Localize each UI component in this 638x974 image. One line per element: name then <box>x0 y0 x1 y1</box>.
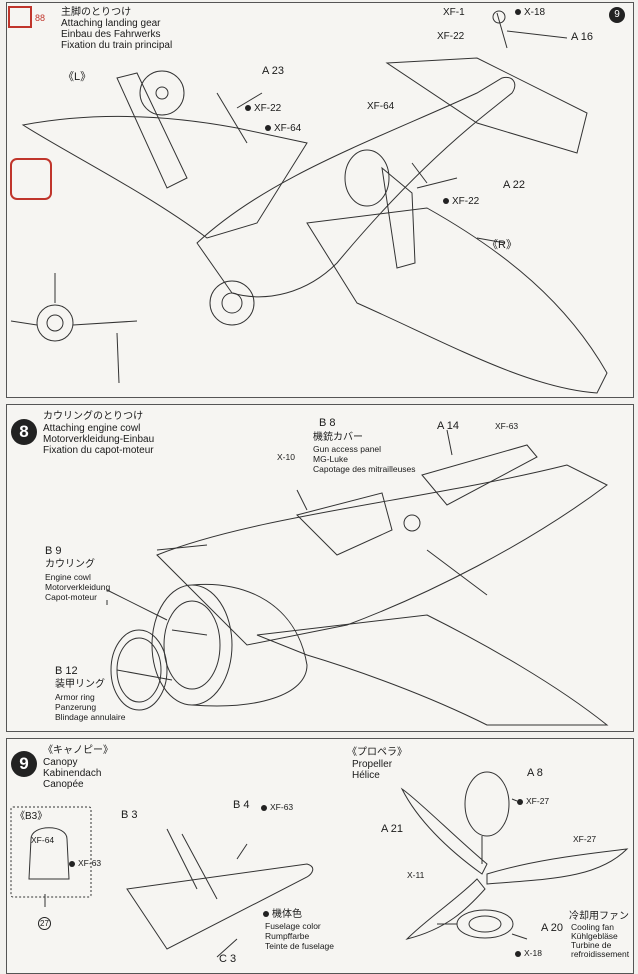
paint-xf22-left: XF-22 <box>254 103 282 114</box>
paint-x10: X-10 <box>277 452 295 462</box>
step9-number: 9 <box>11 751 37 777</box>
part-a22: A 22 <box>503 179 526 191</box>
part-b8: B 8 <box>319 417 336 429</box>
b8-de: MG-Luke <box>313 454 348 464</box>
paint-xf27-a8: XF-27 <box>526 796 550 806</box>
fuselage-fr: Teinte de fuselage <box>265 941 334 951</box>
ref-step-27: 27 <box>38 917 51 930</box>
b9-en: Engine cowl <box>45 572 91 582</box>
b3-box-label: 《B3》 <box>15 811 48 822</box>
step8-number: 8 <box>11 419 37 445</box>
part-c3: C 3 <box>219 953 237 965</box>
propeller-jp: 《プロペラ》 <box>347 747 407 758</box>
part-a23: A 23 <box>262 65 285 77</box>
step7-panel: 88 主脚のとりつけ Attaching landing gear Einbau… <box>6 2 634 398</box>
part-a8: A 8 <box>527 767 543 779</box>
paint-xf27-blade: XF-27 <box>573 834 597 844</box>
label-right-gear: 《R》 <box>487 239 517 251</box>
part-a20: A 20 <box>541 922 564 934</box>
engine-cowl-illustration <box>106 429 609 726</box>
fan-jp: 冷却用ファン <box>569 911 629 922</box>
fuselage-jp: 機体色 <box>272 909 302 920</box>
paint-xf63-box: XF-63 <box>78 858 102 868</box>
fan-fr2: refroidissement <box>571 949 630 959</box>
paint-x18: X-18 <box>524 7 546 18</box>
paint-xf64-left: XF-64 <box>274 123 302 134</box>
b8-fr: Capotage des mitrailleuses <box>313 464 416 474</box>
label-left-gear: 《L》 <box>63 71 92 83</box>
watermark-badge <box>7 153 61 213</box>
paint-xf1: XF-1 <box>443 7 465 18</box>
paint-x18: X-18 <box>524 948 542 958</box>
landing-gear-illustration <box>10 10 608 394</box>
canopy-jp: 《キャノピー》 <box>43 745 113 756</box>
part-b9: B 9 <box>45 545 62 557</box>
step7-title-en: Attaching landing gear <box>61 18 161 29</box>
b9-jp: カウリング <box>45 559 95 570</box>
step8-title-fr: Fixation du capot-moteur <box>43 445 154 456</box>
step7-title-fr: Fixation du train principal <box>61 40 173 51</box>
b12-fr: Blindage annulaire <box>55 712 126 722</box>
svg-text:88: 88 <box>35 13 45 23</box>
paint-xf22-right: XF-22 <box>452 196 480 207</box>
step7-title-jp: 主脚のとりつけ <box>61 7 132 18</box>
paint-xf63-b4: XF-63 <box>270 802 294 812</box>
canopy-de: Kabinendach <box>43 768 102 779</box>
b12-de: Panzerung <box>55 702 97 712</box>
paint-xf64: XF-64 <box>31 835 55 845</box>
part-b12: B 12 <box>55 665 78 677</box>
part-a21: A 21 <box>381 823 404 835</box>
part-b4: B 4 <box>233 799 250 811</box>
step8-title-jp: カウリングのとりつけ <box>43 411 144 422</box>
paint-xf63: XF-63 <box>495 421 519 431</box>
b12-en: Armor ring <box>55 692 95 702</box>
b12-jp: 装甲リング <box>55 679 105 690</box>
b9-fr: Capot-moteur <box>45 592 97 602</box>
b8-en: Gun access panel <box>313 444 382 454</box>
part-a16: A 16 <box>571 31 594 43</box>
paint-xf22-top: XF-22 <box>437 31 465 42</box>
fan-de: Kühlgebläse <box>571 931 618 941</box>
canopy-fr: Canopée <box>43 779 84 790</box>
step8-title-de: Motorverkleidung-Einbau <box>43 434 155 445</box>
paint-xf64-right: XF-64 <box>367 101 395 112</box>
step9-panel: 9 《キャノピー》 Canopy Kabinendach Canopée 《プロ… <box>6 738 634 974</box>
paint-x11: X-11 <box>407 870 425 880</box>
fan-en: Cooling fan <box>571 922 615 932</box>
fan-fr1: Turbine de <box>571 940 612 950</box>
canopy-propeller-illustration <box>10 771 629 958</box>
canopy-en: Canopy <box>43 757 78 768</box>
page-number: 9 <box>609 7 625 23</box>
propeller-en: Propeller <box>352 759 393 770</box>
fuselage-de: Rumpffarbe <box>265 931 310 941</box>
step7-title-de: Einbau des Fahrwerks <box>61 29 161 40</box>
watermark-logo: 88 <box>7 3 77 31</box>
part-b3: B 3 <box>121 809 138 821</box>
b8-jp: 機銃カバー <box>313 432 363 443</box>
b9-de: Motorverkleidung <box>45 582 111 592</box>
step8-title-en: Attaching engine cowl <box>43 423 141 434</box>
part-a14: A 14 <box>437 420 460 432</box>
step8-panel: 8 カウリングのとりつけ Attaching engine cowl Motor… <box>6 404 634 732</box>
propeller-fr: Hélice <box>352 770 380 781</box>
fuselage-en: Fuselage color <box>265 921 321 931</box>
